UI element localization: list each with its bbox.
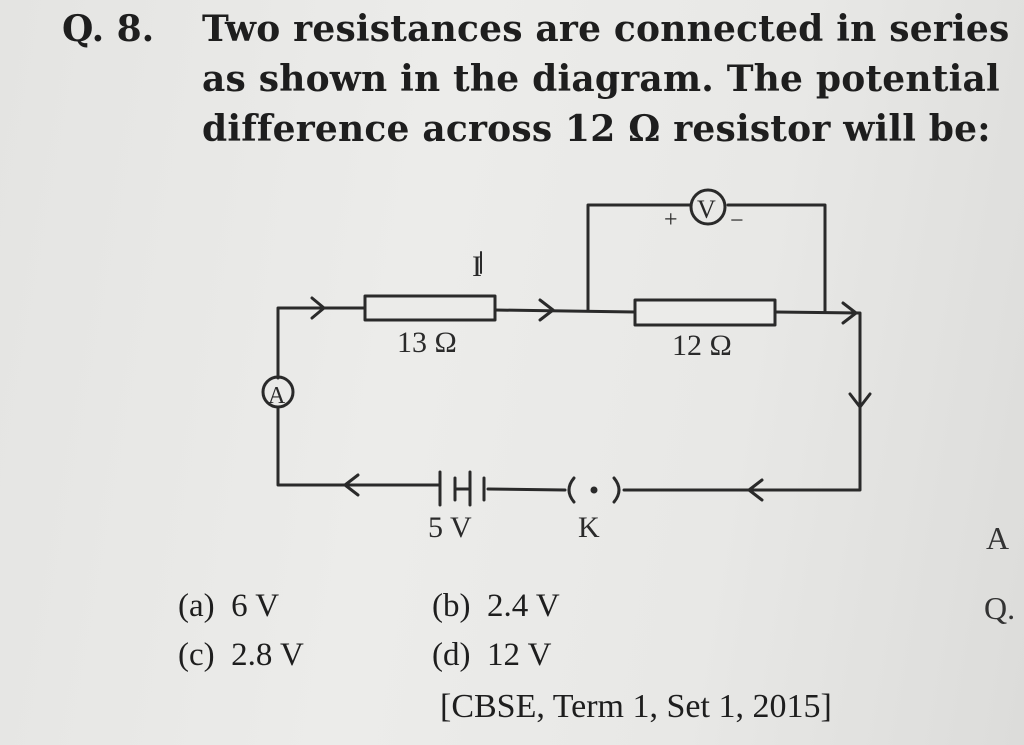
option-d: (d) 12 V <box>432 637 551 674</box>
voltmeter-icon <box>689 188 727 226</box>
voltmeter-plus-label: + <box>664 207 678 233</box>
arrow-icon-top-left <box>310 296 326 320</box>
wire-bottom-left <box>276 406 442 487</box>
option-c: (c) 2.8 V <box>178 637 304 674</box>
wire-between-resistors <box>493 308 637 314</box>
arrow-icon-right-down <box>848 392 872 409</box>
option-b-tag: (b) <box>432 588 471 624</box>
resistor-12-ohm <box>633 298 777 327</box>
arrow-icon-top-right <box>841 301 858 325</box>
option-b: (b) 2.4 V <box>432 588 560 625</box>
question-number: Q. 8. <box>62 8 155 50</box>
source-citation: [CBSE, Term 1, Set 1, 2015] <box>440 688 832 725</box>
arrow-icon-bottom-right <box>747 478 764 502</box>
wire-right-top <box>628 310 862 492</box>
option-a-tag: (a) <box>178 588 215 624</box>
edge-fragment-1: A <box>986 520 1010 556</box>
voltmeter-label: V <box>697 195 716 224</box>
question-text-line-1: Two resistances are connected in series <box>202 8 1010 50</box>
option-b-text: 2.4 V <box>486 588 560 624</box>
option-c-tag: (c) <box>178 637 215 673</box>
option-a: (a) 6 V <box>178 588 279 625</box>
question-text-line-3: difference across 12 Ω resistor will be: <box>202 108 991 150</box>
current-label: I <box>472 250 482 283</box>
arrow-icon-middle <box>538 298 555 322</box>
key-left-bracket <box>567 476 576 504</box>
option-a-text: 6 V <box>231 588 280 624</box>
voltmeter-branch-wire <box>586 203 692 313</box>
key-plug-dot <box>590 486 598 494</box>
ammeter-icon <box>261 375 295 409</box>
wire-left-top <box>276 306 367 380</box>
wire-battery-to-key <box>486 487 567 492</box>
option-d-text: 12 V <box>486 637 552 673</box>
ammeter-label: A <box>268 383 286 409</box>
option-c-text: 2.8 V <box>231 637 304 673</box>
voltmeter-branch-wire-right <box>726 203 827 314</box>
key-label: K <box>578 511 600 544</box>
option-d-tag: (d) <box>432 637 471 673</box>
resistor-13-ohm <box>363 294 497 322</box>
battery-label: 5 V <box>428 511 472 544</box>
voltmeter-minus-label: − <box>730 208 744 234</box>
edge-fragment-2: Q. <box>984 590 1016 626</box>
resistor-12-label: 12 Ω <box>672 329 732 362</box>
key-right-bracket <box>612 476 621 504</box>
question-text-line-2: as shown in the diagram. The potential <box>202 58 1000 100</box>
resistor-13-label: 13 Ω <box>397 326 457 359</box>
arrow-icon-bottom-left <box>343 473 360 497</box>
